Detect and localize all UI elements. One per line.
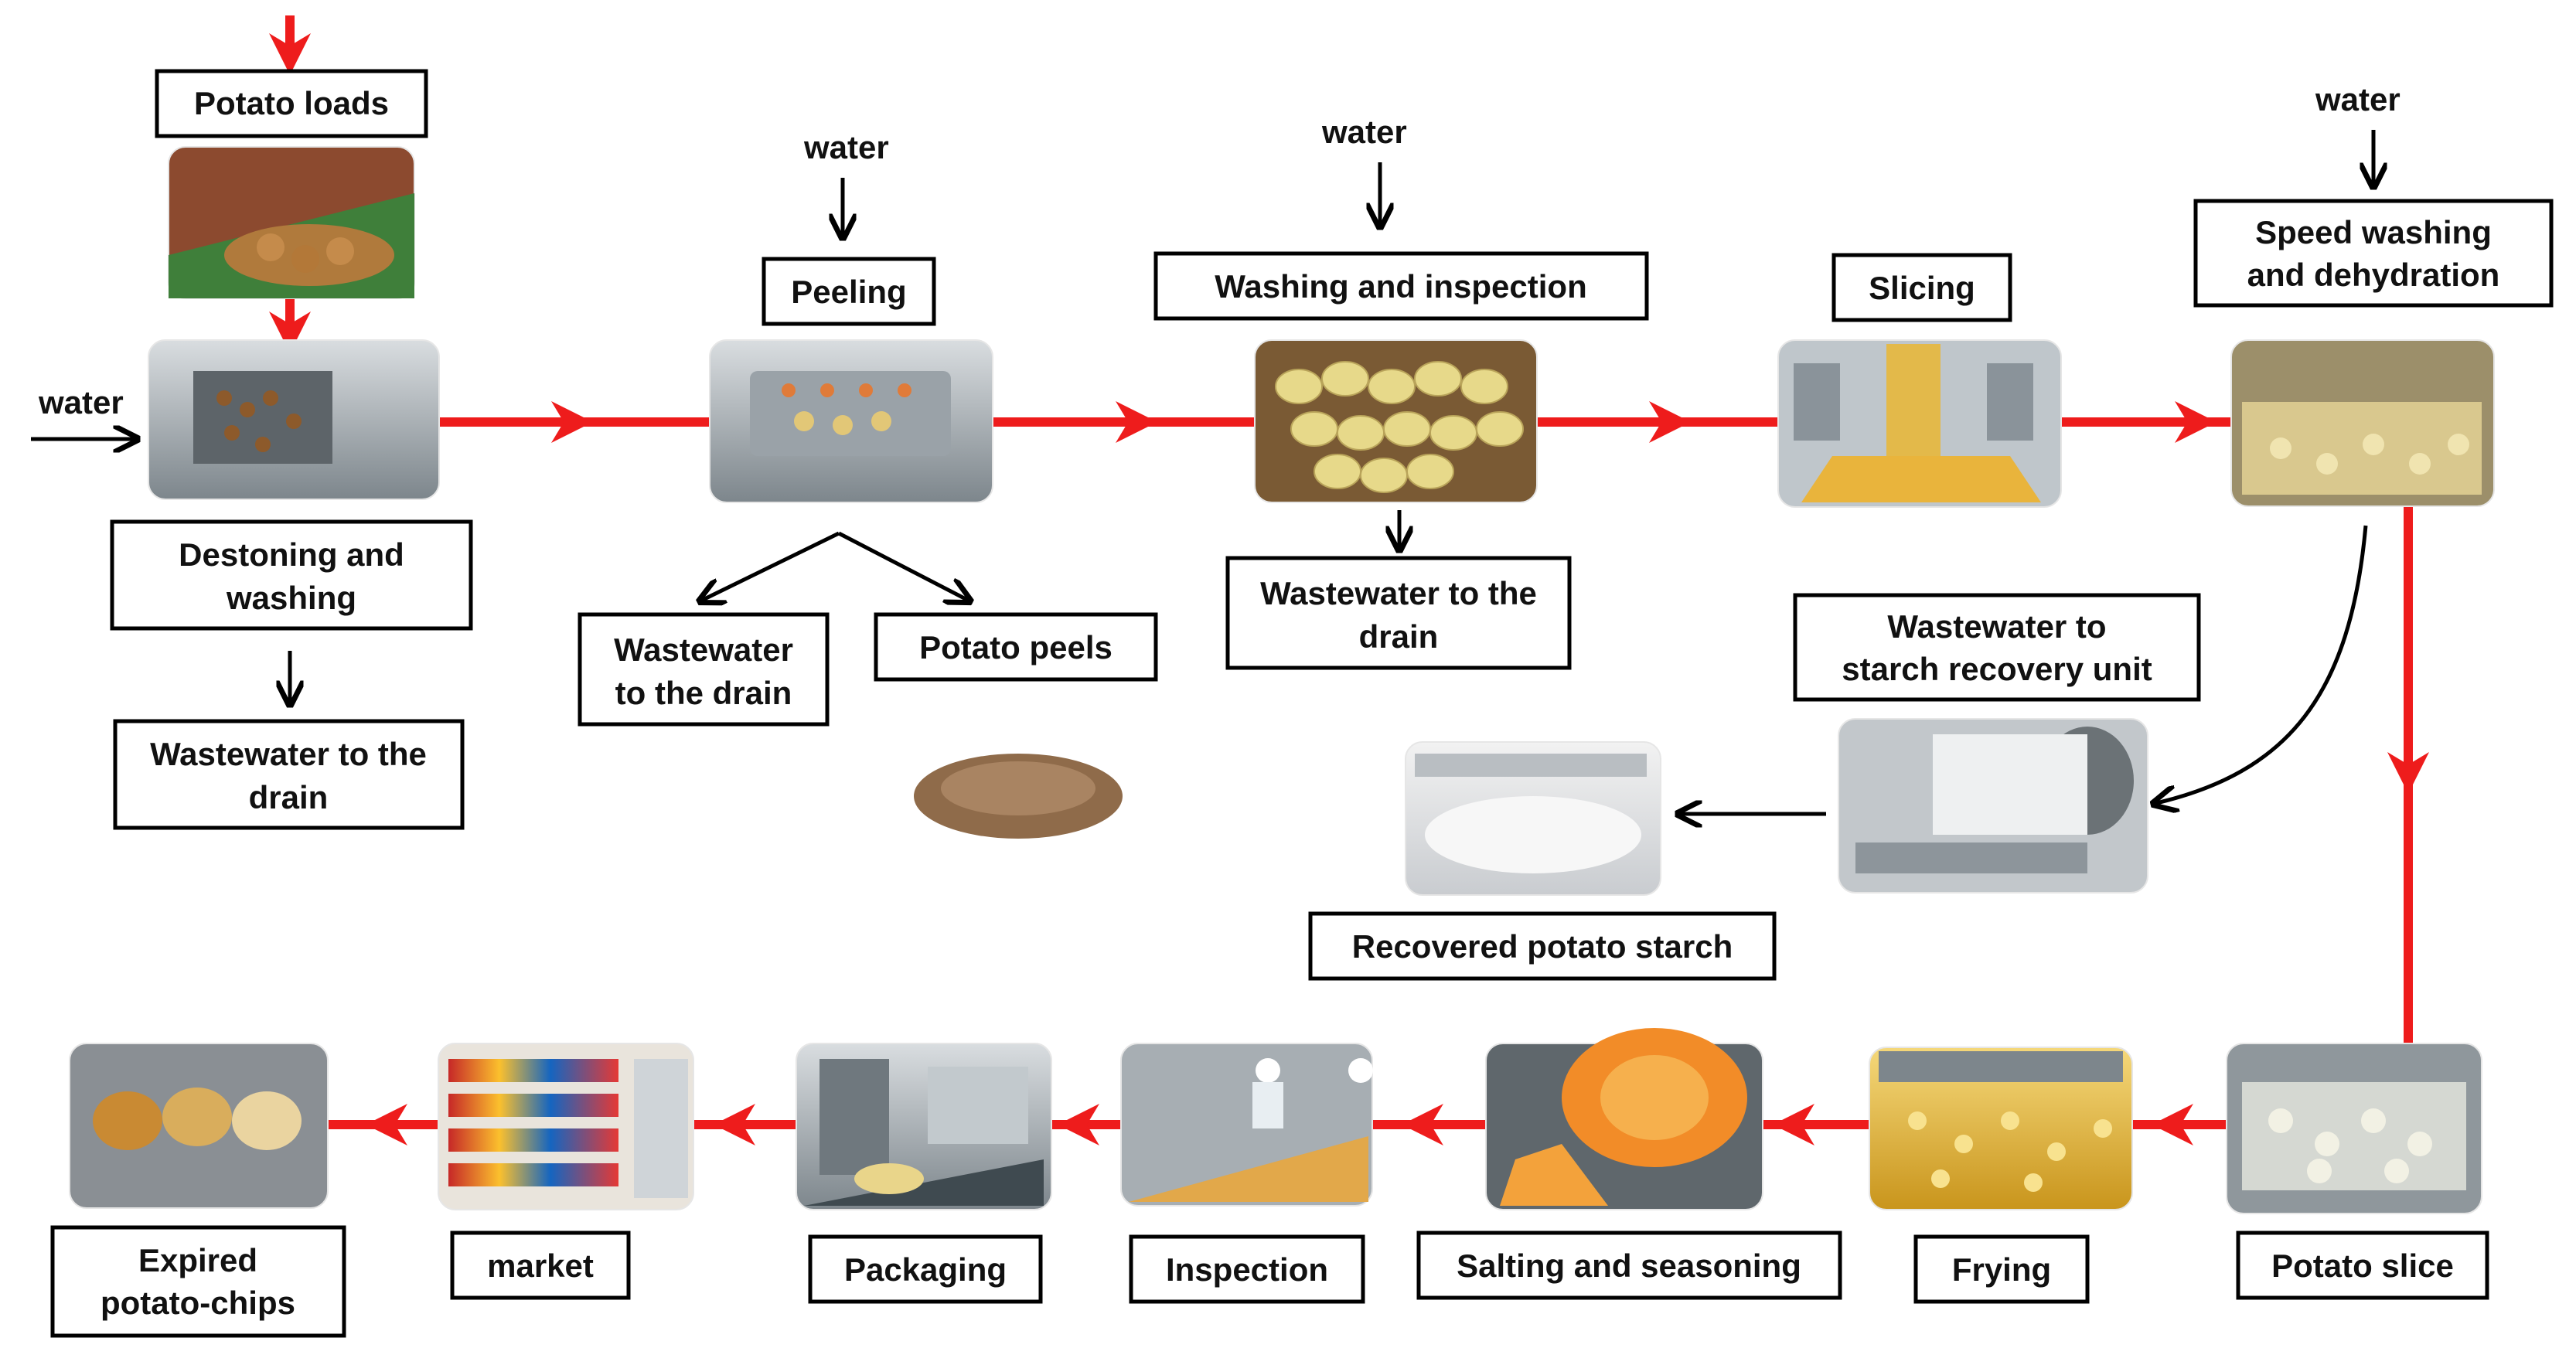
- svg-text:and dehydration: and dehydration: [2247, 257, 2500, 293]
- output-potato-peels: Potato peels: [874, 612, 1158, 682]
- svg-text:Salting and seasoning: Salting and seasoning: [1457, 1248, 1801, 1284]
- output-wastewater-drain-1: Wastewater to the drain: [113, 719, 465, 830]
- svg-text:Expired: Expired: [138, 1242, 257, 1278]
- expired-chips-photo: [69, 1043, 329, 1209]
- starch-powder-photo: [1405, 741, 1661, 896]
- svg-text:Wastewater: Wastewater: [614, 631, 793, 668]
- svg-text:Inspection: Inspection: [1166, 1251, 1328, 1288]
- water-label-speed: water: [2315, 81, 2401, 117]
- svg-text:potato-chips: potato-chips: [101, 1285, 295, 1321]
- step-destoning-washing: Destoning and washing: [110, 519, 473, 631]
- starch-separator-photo: [1838, 718, 2148, 894]
- svg-text:Wastewater to the: Wastewater to the: [150, 736, 427, 772]
- svg-text:Potato slice: Potato slice: [2271, 1248, 2454, 1284]
- svg-text:Peeling: Peeling: [791, 274, 906, 310]
- potato-loading-photo: [168, 146, 415, 299]
- svg-text:Wastewater to the: Wastewater to the: [1260, 575, 1537, 611]
- step-slicing: Slicing: [1831, 253, 2012, 322]
- output-wastewater-starch: Wastewater to starch recovery unit: [1793, 593, 2201, 702]
- peeling-drain-arrow: [700, 531, 840, 601]
- washing-tank-photo: [2230, 339, 2495, 507]
- step-washing-inspection: Washing and inspection: [1153, 251, 1649, 321]
- output-wastewater-drain-3: Wastewater to the drain: [1225, 556, 1572, 670]
- svg-text:drain: drain: [249, 779, 329, 815]
- speed-starch-curve: [2153, 525, 2368, 804]
- destoning-machine-photo: [148, 339, 440, 500]
- water-label-peeling: water: [803, 129, 889, 165]
- peeling-peels-arrow: [837, 531, 970, 601]
- water-label-destoning: water: [38, 384, 124, 420]
- step-market: market: [450, 1231, 631, 1300]
- svg-text:Recovered potato starch: Recovered potato starch: [1352, 928, 1733, 965]
- step-potato-loads: Potato loads: [155, 69, 428, 138]
- svg-text:washing: washing: [226, 580, 356, 616]
- step-frying: Frying: [1913, 1234, 2090, 1304]
- svg-text:Wastewater to: Wastewater to: [1887, 608, 2106, 645]
- output-wastewater-drain-2: Wastewater to the drain: [578, 612, 830, 727]
- step-peeling: Peeling: [762, 257, 936, 326]
- svg-text:starch recovery unit: starch recovery unit: [1842, 651, 2152, 687]
- water-label-inspection: water: [1321, 114, 1407, 150]
- svg-text:market: market: [487, 1248, 594, 1284]
- peeler-machine-photo: [709, 339, 993, 503]
- supermarket-shelf-photo: [438, 1043, 694, 1210]
- svg-text:Speed washing: Speed washing: [2255, 214, 2492, 250]
- svg-text:drain: drain: [1359, 618, 1439, 655]
- packaging-machine-photo: [796, 1043, 1052, 1210]
- svg-text:Slicing: Slicing: [1869, 270, 1975, 306]
- svg-text:Packaging: Packaging: [844, 1251, 1007, 1288]
- fryer-photo: [1869, 1047, 2133, 1210]
- svg-text:to the drain: to the drain: [615, 675, 792, 711]
- svg-text:Washing and inspection: Washing and inspection: [1215, 268, 1586, 305]
- svg-text:Frying: Frying: [1952, 1251, 2051, 1288]
- step-potato-slice: Potato slice: [2236, 1231, 2489, 1300]
- svg-text:Destoning and: Destoning and: [179, 536, 404, 573]
- side-flows: [31, 130, 2373, 814]
- svg-text:Potato peels: Potato peels: [919, 629, 1113, 665]
- potato-peels-photo: [897, 703, 1140, 866]
- washed-potatoes-photo: [1254, 339, 1538, 503]
- seasoning-drum-photo: [1485, 1028, 1763, 1210]
- slicer-photo: [1777, 339, 2062, 508]
- potato-slice-photo: [2226, 1043, 2482, 1214]
- svg-text:Potato loads: Potato loads: [194, 85, 389, 121]
- step-salting-seasoning: Salting and seasoning: [1416, 1231, 1842, 1300]
- output-recovered-starch: Recovered potato starch: [1308, 911, 1777, 981]
- step-packaging: Packaging: [808, 1234, 1043, 1304]
- step-inspection: Inspection: [1129, 1234, 1365, 1304]
- inspection-line-photo: [1120, 1043, 1373, 1207]
- step-expired-chips: Expired potato-chips: [50, 1225, 346, 1338]
- step-speed-washing: Speed washing and dehydration: [2193, 199, 2554, 308]
